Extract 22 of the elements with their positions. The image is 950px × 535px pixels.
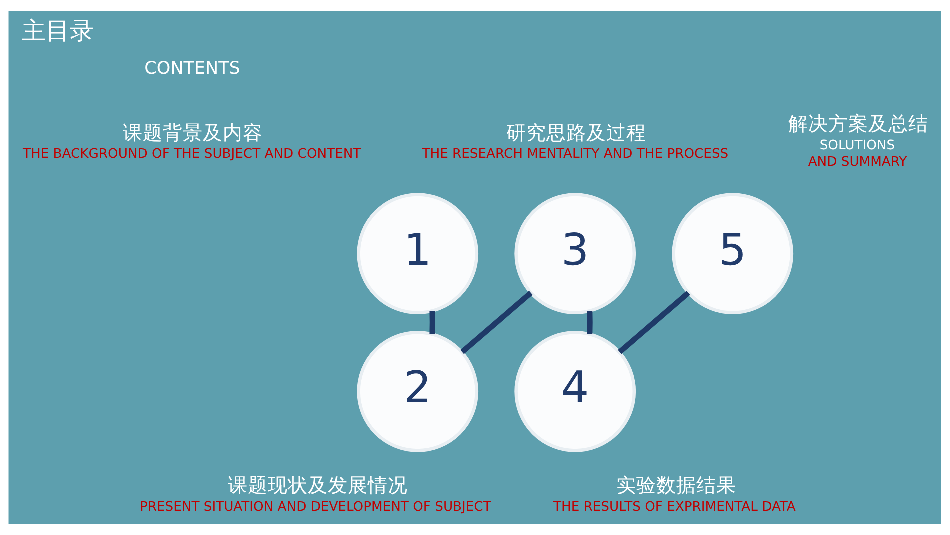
node-label: SOLUTIONS (820, 138, 896, 154)
connector (587, 311, 593, 334)
node-circle: 2 (357, 330, 479, 452)
diagram-title: 主目录 (22, 17, 94, 45)
node-circle: 3 (514, 193, 636, 315)
node-label: AND SUMMARY (808, 154, 908, 170)
node-label: 解决方案及总结 (788, 112, 929, 136)
node-label: 课题现状及发展情况 (228, 474, 408, 498)
connector (430, 311, 436, 334)
node-label: THE RESULTS OF EXPRIMENTAL DATA (553, 500, 796, 515)
connector (460, 290, 533, 354)
node-circle: 1 (357, 193, 479, 315)
node-label: THE RESEARCH MENTALITY AND THE PROCESS (422, 147, 729, 162)
node-label: 实验数据结果 (616, 474, 736, 498)
node-label: 研究思路及过程 (506, 121, 646, 144)
label: CONTENTS (144, 59, 240, 80)
node-circle: 5 (672, 193, 794, 315)
node-label: 课题背景及内容 (123, 121, 264, 144)
node-circle: 4 (514, 330, 636, 452)
connector (618, 290, 690, 354)
node-label: THE BACKGROUND OF THE SUBJECT AND CONTENT (22, 147, 362, 162)
node-label: PRESENT SITUATION AND DEVELOPMENT OF SUBJECT (140, 500, 492, 515)
